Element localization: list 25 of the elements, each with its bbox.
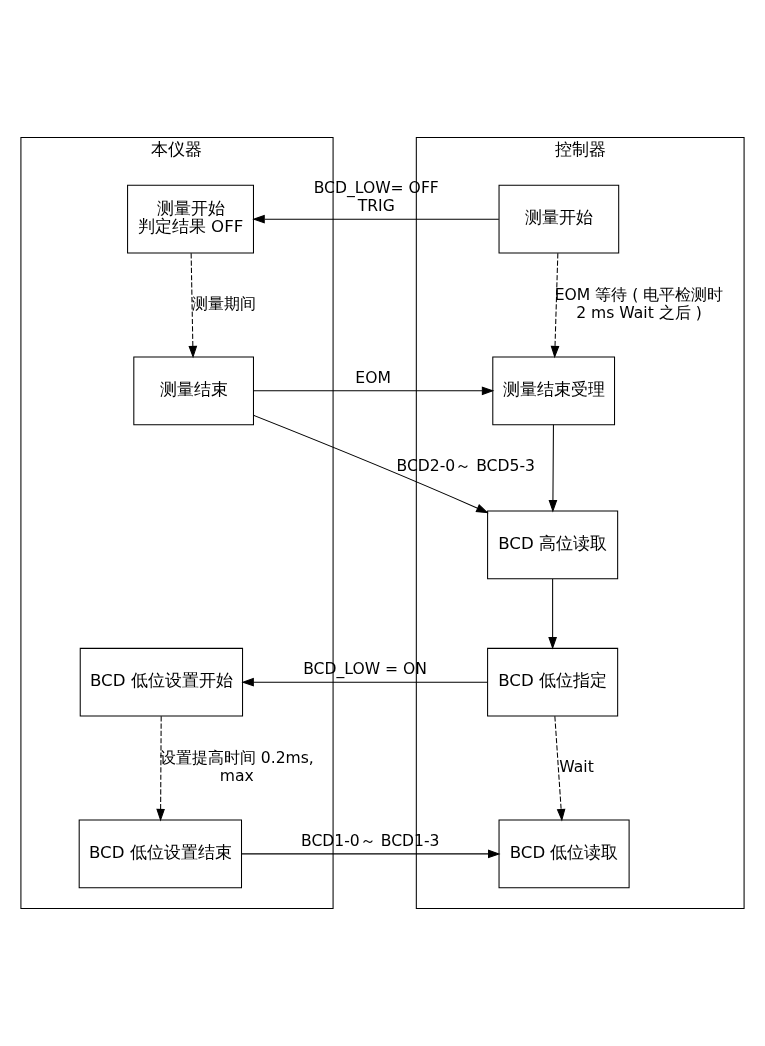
node-box: BCD 低位设置结束 (78, 819, 243, 889)
edge-label: EOM 等待 ( 电平检测时 2 ms Wait 之后 ) (554, 285, 724, 322)
arrow (241, 849, 501, 859)
node-box: BCD 低位读取 (498, 819, 630, 889)
node-box: BCD 低位设置开始 (79, 647, 244, 717)
node-box: BCD 高位读取 (487, 510, 619, 580)
arrow (241, 677, 488, 687)
edge-label: EOM (355, 368, 391, 387)
edge-label: 测量期间 (192, 294, 257, 313)
node-box: 测量开始 (498, 184, 620, 254)
arrow (550, 252, 560, 359)
arrow (156, 715, 165, 822)
node-box: 测量结束受理 (492, 356, 616, 426)
node-box: 测量开始 判定结果 OFF (127, 184, 254, 254)
node-box: BCD 低位指定 (487, 647, 619, 717)
arrow (253, 386, 495, 396)
arrow (188, 252, 198, 359)
node-box: 测量结束 (133, 356, 254, 426)
edge-label: Wait (559, 757, 594, 776)
arrow (554, 715, 566, 822)
edge-label: 设置提高时间 0.2ms, max (159, 748, 314, 785)
arrow (548, 578, 557, 650)
arrow (252, 214, 500, 224)
arrow (548, 424, 558, 513)
arrow (253, 414, 489, 514)
